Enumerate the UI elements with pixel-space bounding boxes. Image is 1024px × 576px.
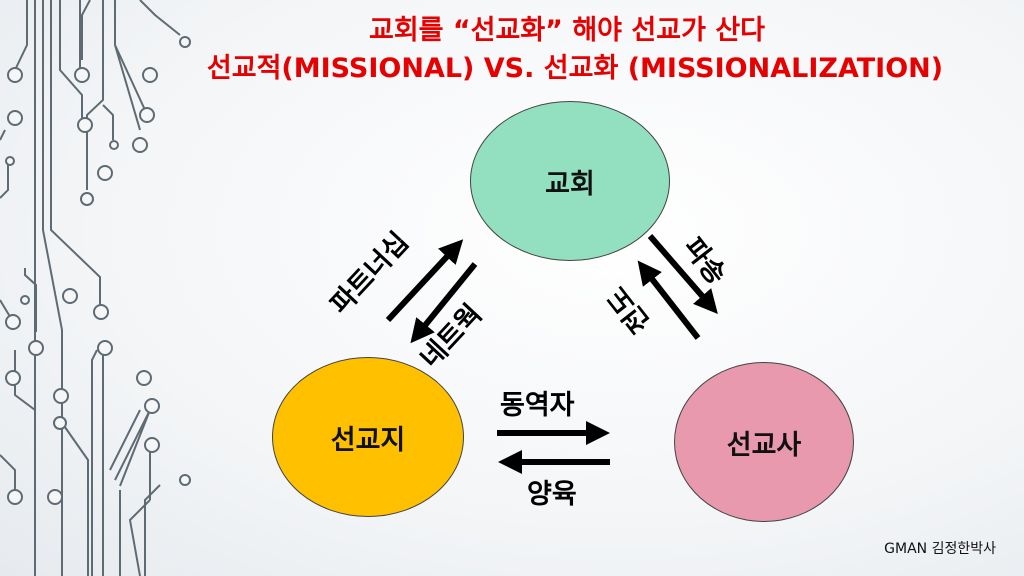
- arrow-sending: [647, 234, 718, 315]
- title-line-1: 교회를 “선교화” 해야 선교가 산다: [368, 15, 765, 46]
- arrow-network: [410, 262, 478, 344]
- circuit-decoration: [0, 0, 191, 576]
- credit: GMAN 김정한박사: [884, 541, 996, 557]
- label-nurture: 양육: [527, 479, 577, 510]
- node-missionary: 선교사: [674, 362, 854, 522]
- node-mission-field: 선교지: [272, 357, 464, 517]
- node-missionary-label: 선교사: [726, 429, 802, 461]
- title-line-2: 선교적(MISSIONAL) VS. 선교화 (MISSIONALIZATION…: [206, 53, 944, 84]
- arrow-partnership: [385, 239, 464, 323]
- node-mission-field-label: 선교지: [330, 424, 406, 456]
- node-church-label: 교회: [545, 168, 595, 200]
- node-church: 교회: [470, 101, 670, 261]
- arrow-evangelism: [637, 260, 701, 340]
- label-coworker: 동역자: [500, 390, 575, 421]
